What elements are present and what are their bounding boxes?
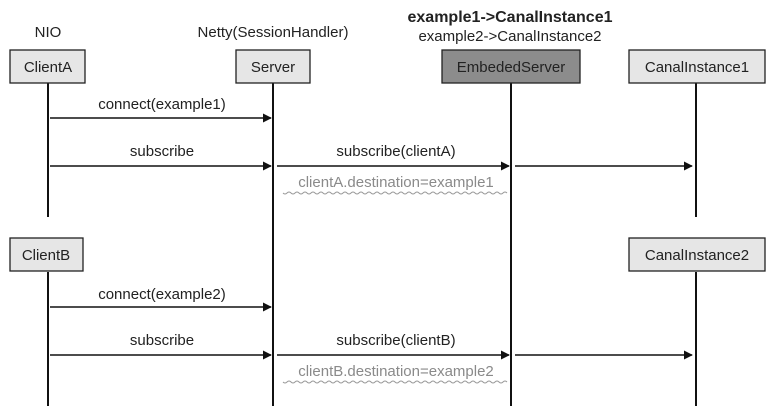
participant-client-a: ClientA xyxy=(9,49,86,84)
note-client-a-squiggle xyxy=(282,191,508,195)
message-connect-example1-label: connect(example1) xyxy=(98,96,226,113)
mapping-line-2: example2->CanalInstance2 xyxy=(418,28,601,45)
note-client-b-squiggle xyxy=(282,380,508,384)
message-subscribe-a-label: subscribe xyxy=(130,143,194,160)
message-subscribe-client-b-label: subscribe(clientB) xyxy=(336,332,455,349)
participant-server: Server xyxy=(235,49,311,84)
message-connect-example2-label: connect(example2) xyxy=(98,286,226,303)
netty-session-handler-label: Netty(SessionHandler) xyxy=(198,24,349,41)
mapping-line-1: example1->CanalInstance1 xyxy=(408,9,613,26)
participant-canal-instance2: CanalInstance2 xyxy=(628,237,766,272)
nio-label: NIO xyxy=(35,24,62,41)
participant-server-label: Server xyxy=(251,59,295,76)
participant-canal-instance2-label: CanalInstance2 xyxy=(645,247,749,264)
participant-embeded-server: EmbededServer xyxy=(441,49,581,84)
participant-client-a-label: ClientA xyxy=(24,59,72,76)
message-subscribe-client-a-label: subscribe(clientA) xyxy=(336,143,455,160)
note-client-b-destination: clientB.destination=example2 xyxy=(298,363,494,380)
participant-canal-instance1: CanalInstance1 xyxy=(628,49,766,84)
participant-client-b: ClientB xyxy=(9,237,84,272)
note-client-a-destination: clientA.destination=example1 xyxy=(298,174,494,191)
participant-client-b-label: ClientB xyxy=(22,247,70,264)
participant-canal-instance1-label: CanalInstance1 xyxy=(645,59,749,76)
message-subscribe-b-label: subscribe xyxy=(130,332,194,349)
participant-embeded-server-label: EmbededServer xyxy=(457,59,565,76)
